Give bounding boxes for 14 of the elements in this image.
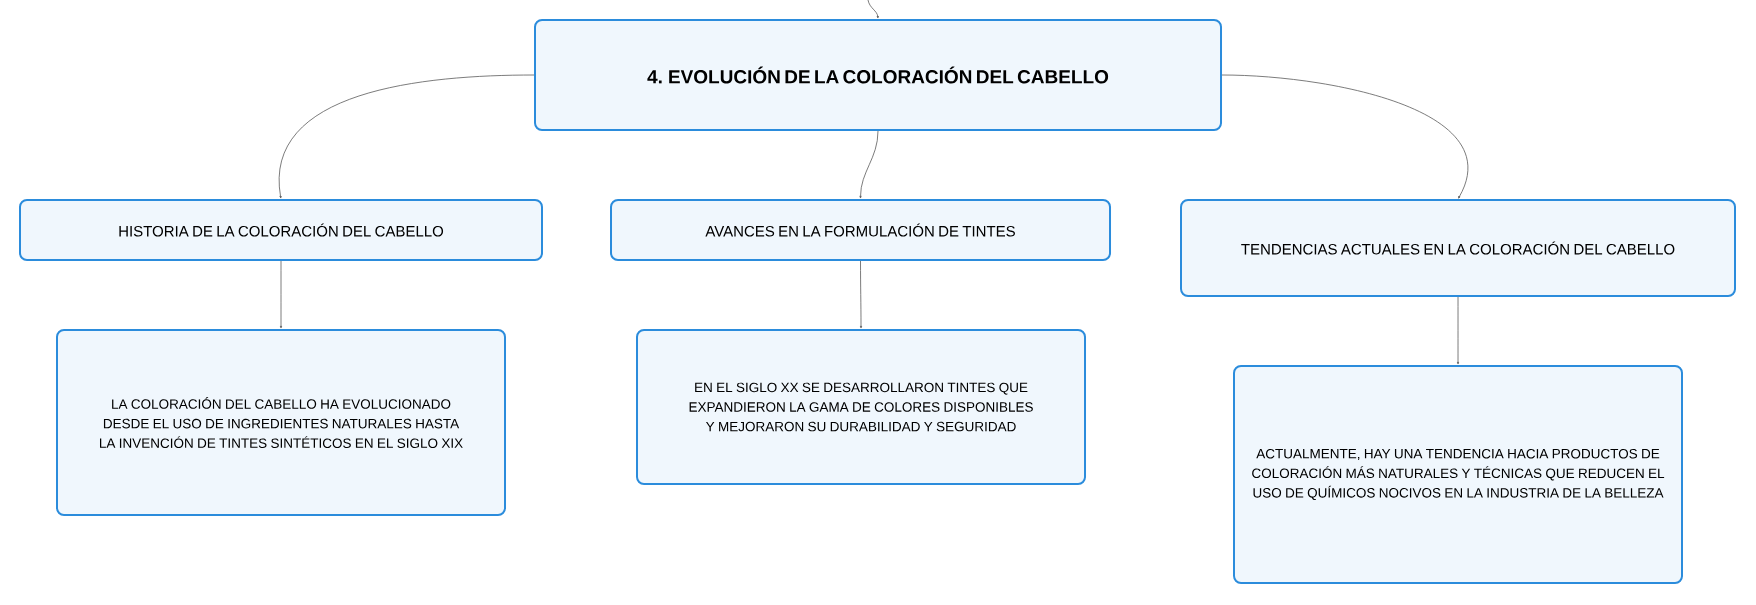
description-box: LA COLORACIÓN DEL CABELLO HA EVOLUCIONADO DESDE EL USO DE INGREDIENTES NATURALES HASTA LA INVENCIÓN DE TINTES SINTÉTICOS EN EL SIGLO XIX [56,329,506,516]
arrow [279,260,283,329]
arrow [859,260,863,329]
arrow [279,74,535,199]
arrow [1221,74,1468,199]
arrow [867,0,879,19]
arrow [859,130,879,199]
topic-box: TENDENCIAS ACTUALES EN LA COLORACIÓN DEL CABELLO [1180,199,1736,297]
title-box: 4. EVOLUCIÓN DE LA COLORACIÓN DEL CABELLO [534,19,1222,131]
topic-box: HISTORIA DE LA COLORACIÓN DEL CABELLO [19,199,543,261]
topic-box: AVANCES EN LA FORMULACIÓN DE TINTES [610,199,1111,261]
description-box: ACTUALMENTE, HAY UNA TENDENCIA HACIA PRODUCTOS DE COLORACIÓN MÁS NATURALES Y TÉCNICAS QUE REDUCEN EL USO DE QUÍMICOS NOCIVOS EN LA INDUSTRIA DE LA BELLEZA [1233,365,1683,584]
description-box: EN EL SIGLO XX SE DESARROLLARON TINTES QUE EXPANDIERON LA GAMA DE COLORES DISPONIBLES Y MEJORARON SU DURABILIDAD Y SEGURIDAD [636,329,1086,485]
arrow [1456,296,1460,365]
